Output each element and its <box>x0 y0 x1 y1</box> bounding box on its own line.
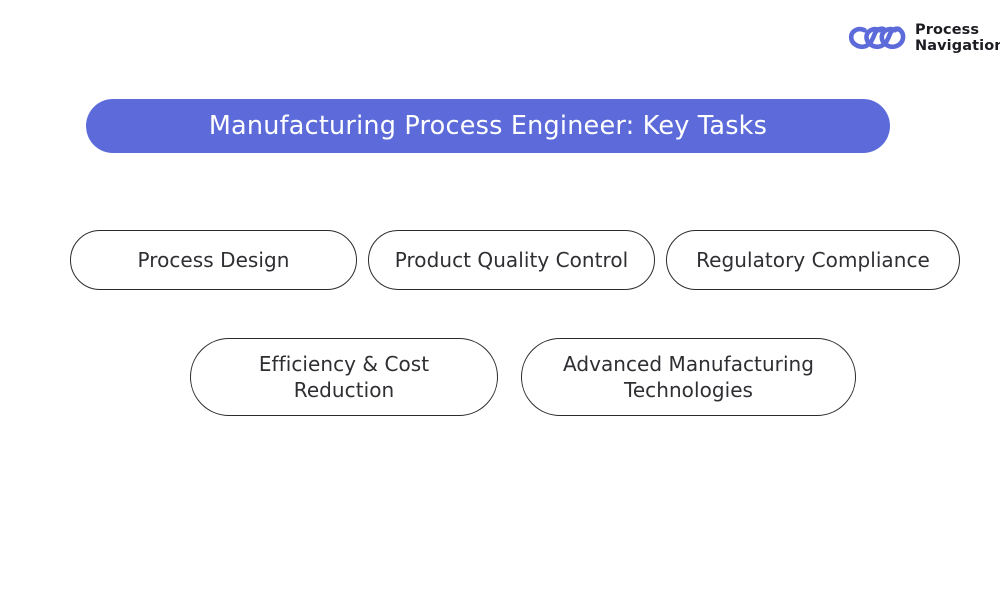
task-pill-process-design[interactable]: Process Design <box>70 230 357 290</box>
brand-name-line-2: Navigation <box>915 38 1000 55</box>
title-banner: Manufacturing Process Engineer: Key Task… <box>86 99 890 153</box>
chain-loops-logo-icon <box>848 26 906 50</box>
task-pill-label: Advanced Manufacturing Technologies <box>562 351 815 402</box>
brand-name: Process Navigation <box>915 22 1000 54</box>
task-pill-regulatory-compliance[interactable]: Regulatory Compliance <box>666 230 960 290</box>
task-pill-label: Efficiency & Cost Reduction <box>258 351 430 402</box>
page-title: Manufacturing Process Engineer: Key Task… <box>208 111 768 141</box>
task-pill-product-quality-control[interactable]: Product Quality Control <box>368 230 655 290</box>
task-pill-label: Regulatory Compliance <box>696 247 930 272</box>
brand-name-line-1: Process <box>915 22 980 38</box>
task-pill-label: Process Design <box>137 247 290 272</box>
task-pill-advanced-manufacturing-technologies[interactable]: Advanced Manufacturing Technologies <box>521 338 856 416</box>
task-row-1: Process Design Product Quality Control R… <box>70 230 961 290</box>
task-row-2: Efficiency & Cost Reduction Advanced Man… <box>190 338 856 416</box>
brand-logo: Process Navigation <box>848 22 1000 54</box>
task-pill-label: Product Quality Control <box>394 247 629 272</box>
task-pill-efficiency-cost-reduction[interactable]: Efficiency & Cost Reduction <box>190 338 498 416</box>
